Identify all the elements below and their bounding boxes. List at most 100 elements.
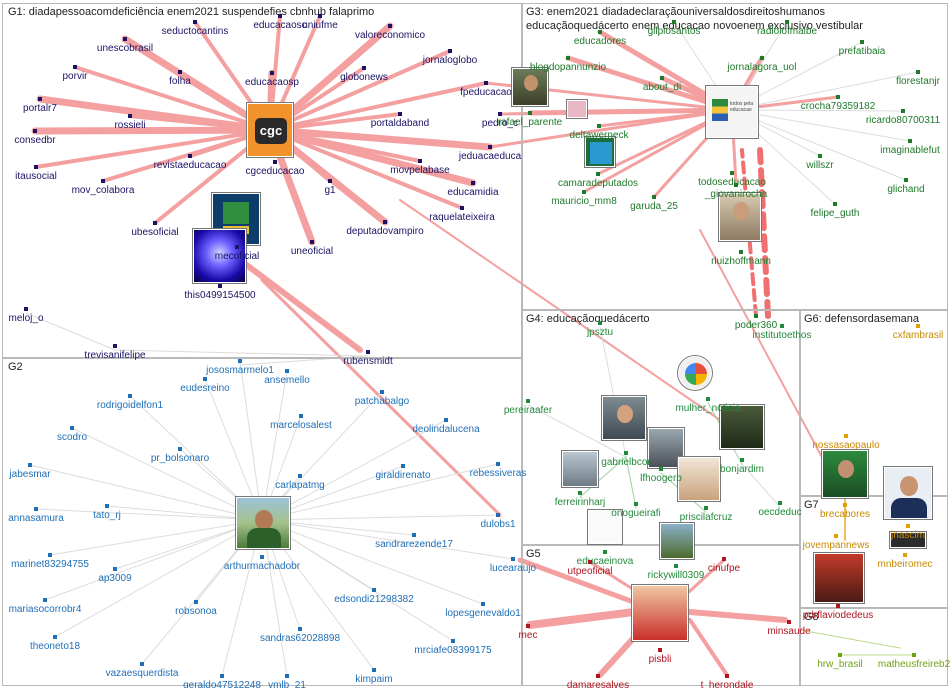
node-label: mecoficial: [214, 251, 260, 262]
node-marker: [634, 502, 638, 506]
edge-cgc: [268, 49, 452, 132]
edge-arthur: [204, 378, 263, 521]
edge-arthur: [71, 427, 263, 521]
edge-todos-light: [731, 109, 911, 142]
node-marker: [285, 369, 289, 373]
node-marker: [113, 344, 117, 348]
node-label: globonews: [340, 72, 388, 83]
node-label: itausocial: [15, 171, 57, 182]
node-marker: [526, 399, 530, 403]
todos-logo-text: todos pela educacao: [730, 101, 754, 113]
node-marker: [598, 30, 602, 34]
node-label: rossieli: [114, 120, 146, 131]
node-marker: [28, 463, 32, 467]
node-marker: [412, 533, 416, 537]
node-marker: [33, 129, 37, 133]
node-label: lfhoogerb: [640, 473, 682, 484]
pisbli-avatar[interactable]: [632, 585, 688, 641]
node-label: portalr7: [23, 103, 57, 114]
node-marker: [235, 245, 239, 249]
rafael-avatar[interactable]: [512, 68, 548, 106]
node-label: porvir: [62, 71, 88, 82]
deltawerneck-avatar[interactable]: [567, 100, 587, 118]
arthur-avatar[interactable]: [236, 497, 290, 549]
node-label: portaldaband: [370, 118, 430, 129]
node-label: mauricio_mm8: [551, 196, 617, 207]
todos-logo-avatar[interactable]: todos pela educacao: [706, 86, 758, 138]
node-marker: [740, 458, 744, 462]
mnbeiromec-avatar[interactable]: [890, 532, 926, 548]
node-label: cxfambrasil: [892, 330, 944, 341]
node-label: jnascim: [891, 530, 925, 541]
this-avatar[interactable]: [193, 229, 246, 283]
node-label: ricardo80700311: [865, 115, 941, 126]
edge-todos-light: [731, 109, 904, 112]
node-label: rluizhoffmann: [711, 256, 771, 267]
node-marker: [484, 81, 488, 85]
group-panel-g8: [800, 608, 948, 686]
person-head-icon: [900, 476, 918, 496]
node-label: consedbr: [14, 135, 56, 146]
mulher-logo-icon: [685, 363, 707, 385]
todos-bars-icon: [712, 99, 728, 121]
node-marker: [372, 588, 376, 592]
person-body-icon: [247, 528, 281, 548]
bonjardim-avatar[interactable]: [720, 405, 764, 449]
edge-cgc: [34, 128, 272, 169]
node-label: mec: [518, 630, 538, 641]
node-marker: [153, 221, 157, 225]
ferreirinharj-avatar[interactable]: [562, 451, 598, 487]
node-marker: [101, 179, 105, 183]
person-head-icon: [255, 510, 273, 530]
edge-cgc: [266, 126, 494, 151]
gabrielbcor-avatar[interactable]: [602, 396, 646, 440]
nossasaopaulo-avatar[interactable]: [822, 450, 868, 498]
edge-cgc: [73, 65, 272, 132]
node-label: gabrielbcor: [601, 457, 651, 468]
node-label: theoneto18: [29, 641, 81, 652]
node-label: carlapatmg: [275, 480, 325, 491]
node-marker: [901, 109, 905, 113]
node-marker: [596, 674, 600, 678]
edge-therondale: [688, 618, 729, 677]
person-head-icon: [617, 405, 633, 423]
node-label: cinufpe: [707, 563, 741, 574]
node-marker: [780, 324, 784, 328]
node-marker: [24, 307, 28, 311]
priscilafcruz-avatar[interactable]: [678, 457, 720, 501]
mulher-noticia-avatar[interactable]: [678, 356, 712, 390]
camara-logo-icon: [590, 142, 612, 164]
padflavio-avatar[interactable]: [814, 553, 864, 603]
node-label: jovempannews: [802, 540, 870, 551]
rickywill-avatar[interactable]: [660, 523, 694, 559]
node-marker: [659, 467, 663, 471]
node-label: minsaude: [767, 626, 811, 637]
node-label: mov_colabora: [71, 185, 135, 196]
node-marker: [597, 124, 601, 128]
node-label: pr_bolsonaro: [150, 453, 210, 464]
edge-todos: [488, 108, 734, 149]
educaeinova-avatar[interactable]: [588, 510, 622, 544]
node-label: deolindalucena: [412, 424, 480, 435]
node-label: seductocantins: [161, 26, 229, 37]
edge-g8b: [799, 629, 901, 649]
node-marker: [328, 179, 332, 183]
node-marker: [912, 653, 916, 657]
node-marker: [451, 639, 455, 643]
edge-minsaude: [687, 609, 788, 623]
node-marker: [113, 567, 117, 571]
node-marker: [260, 555, 264, 559]
node-marker: [498, 112, 502, 116]
node-label: glichand: [887, 184, 925, 195]
edge-poder360b: [757, 147, 771, 319]
group-title-g2: G2: [8, 361, 23, 373]
cgc-logo-avatar[interactable]: cgc: [247, 103, 293, 157]
rluizhoffmann-avatar[interactable]: [719, 193, 761, 241]
node-marker: [278, 14, 282, 18]
node-marker: [836, 604, 840, 608]
edge-arthur: [49, 519, 263, 556]
camara-avatar[interactable]: [585, 137, 615, 167]
node-marker: [128, 394, 132, 398]
jnascim-avatar[interactable]: [884, 467, 932, 519]
node-marker: [43, 598, 47, 602]
